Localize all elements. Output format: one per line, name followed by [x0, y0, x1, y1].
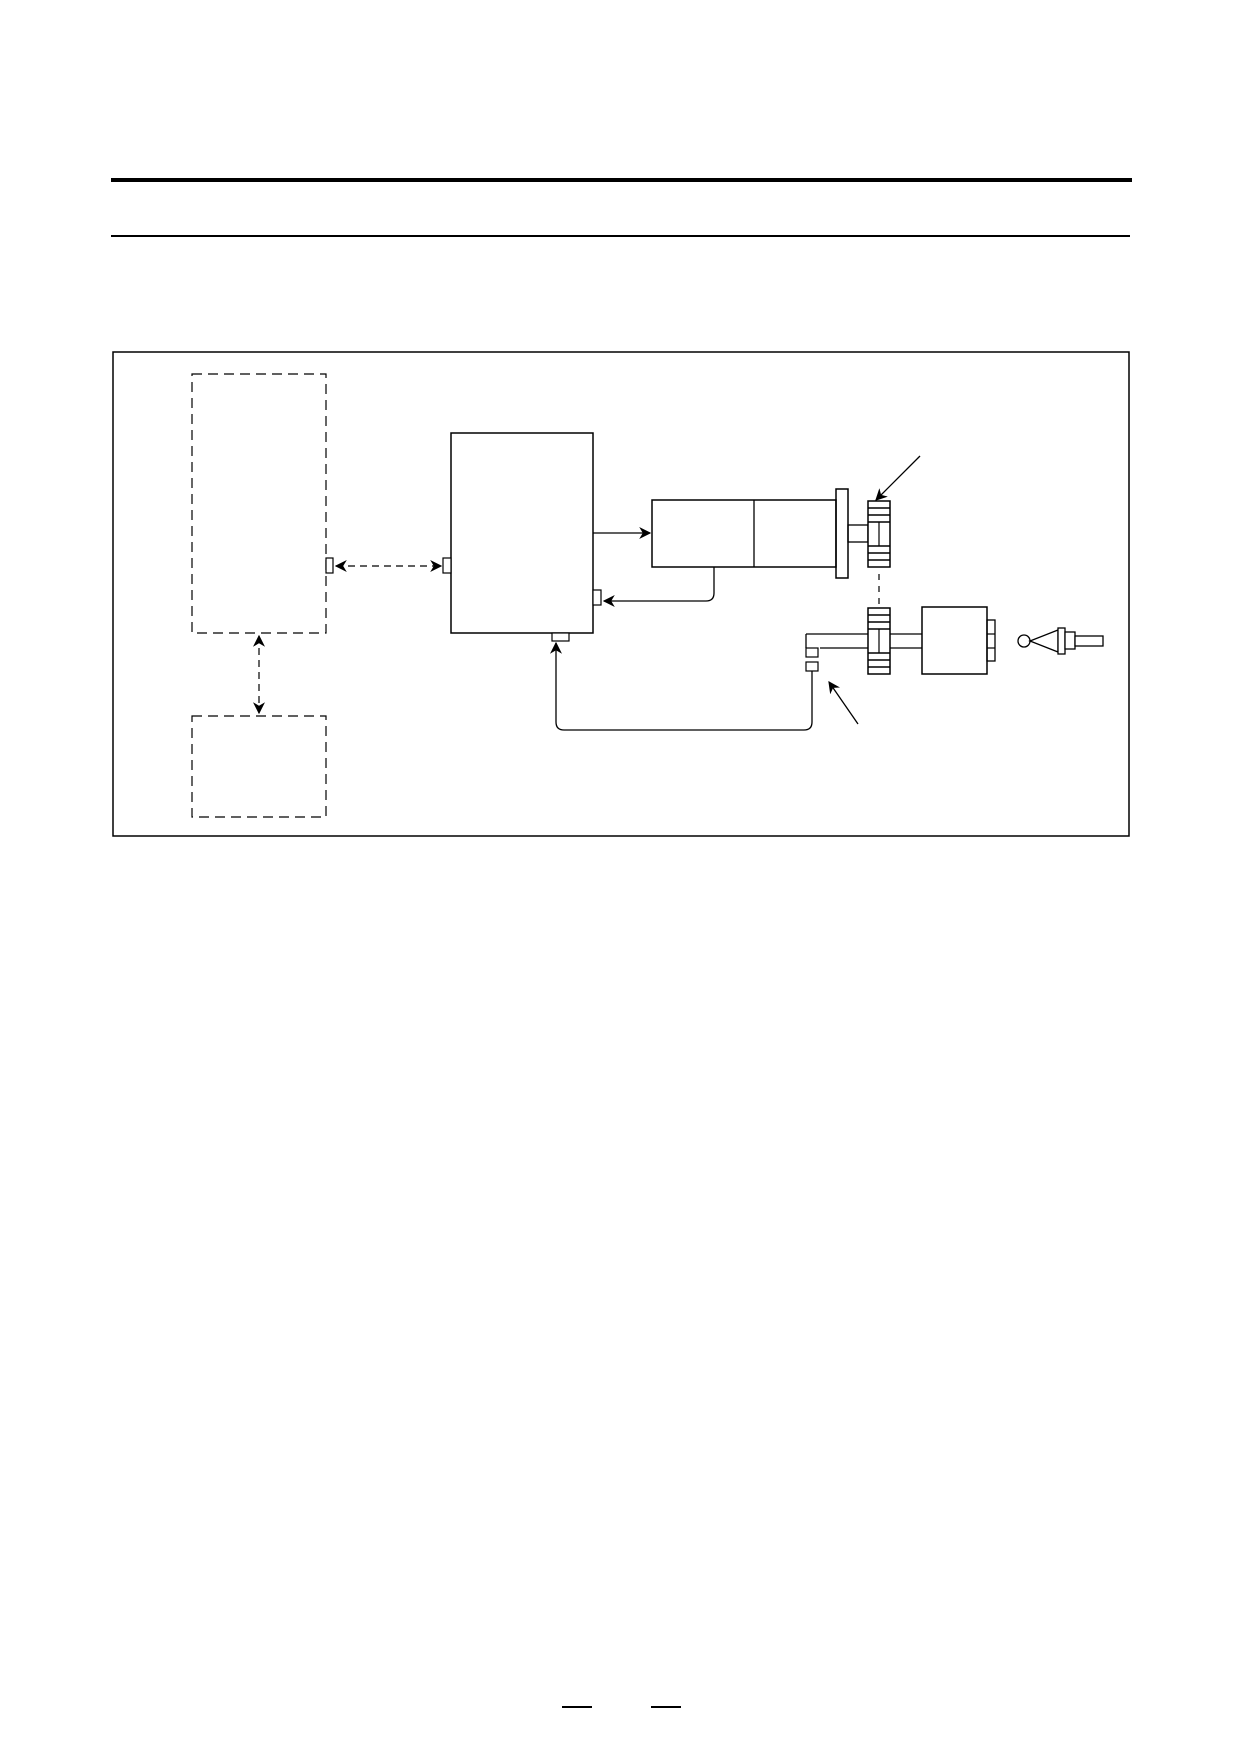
- cnc-connector: [325, 557, 334, 574]
- footer-dash-right: [651, 1706, 681, 1708]
- diagram-frame: [112, 351, 1130, 837]
- motor-body: [651, 499, 837, 568]
- spindle-gear: [867, 607, 891, 675]
- position-coder-upper: [805, 647, 819, 658]
- amplifier-input-connector: [442, 557, 452, 574]
- system-block-diagram: [112, 351, 1130, 837]
- position-coder-leader: [828, 681, 859, 725]
- spindle-housing: [921, 606, 988, 675]
- motor-gear-leader: [875, 455, 921, 501]
- coder-feedback-line: [550, 641, 813, 731]
- motor-feedback-line: [602, 567, 715, 607]
- position-coder-lower: [805, 661, 819, 672]
- amplifier-box: [450, 432, 594, 634]
- header-rule-thick: [111, 178, 1132, 182]
- footer-dash-left: [562, 1706, 592, 1708]
- motor-shaft: [847, 524, 869, 543]
- motor-gear: [867, 500, 891, 568]
- amplifier-feedback-connector: [592, 589, 602, 606]
- spindle-nose: [986, 619, 996, 662]
- motor-flange: [835, 488, 849, 579]
- cnc-unit-box: [191, 373, 327, 634]
- tool: [1017, 627, 1104, 655]
- header-rule-thin: [111, 235, 1130, 237]
- amplifier-coder-connector: [551, 632, 570, 642]
- auxiliary-unit-box: [191, 715, 327, 818]
